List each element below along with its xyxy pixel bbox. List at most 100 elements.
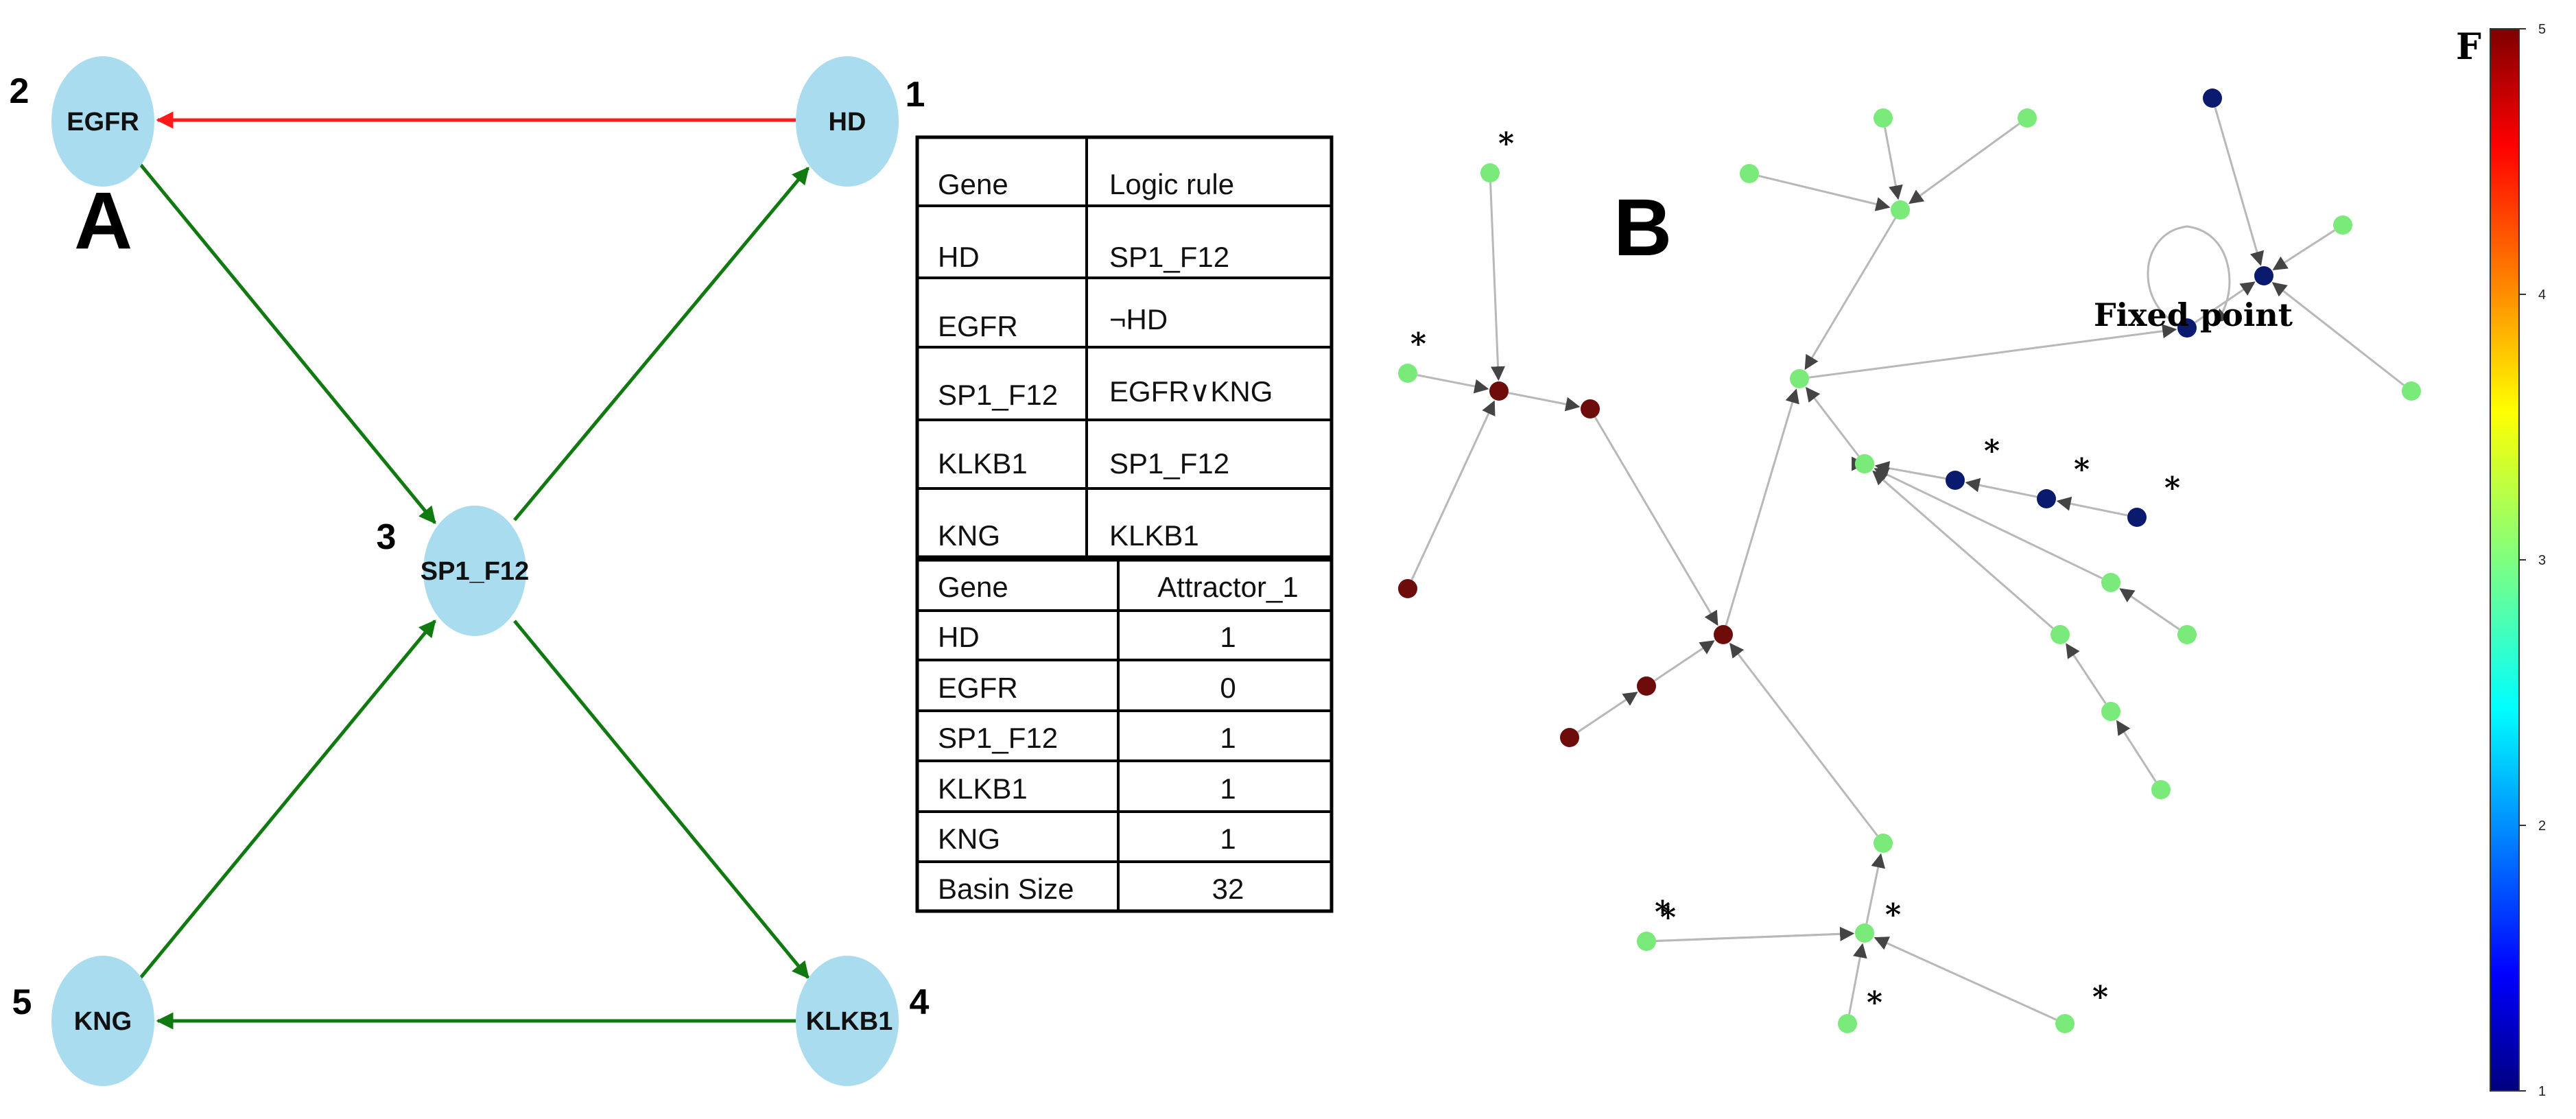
state-node-darkred: [1581, 399, 1600, 419]
edge-kng-sp1f12-activation: [139, 620, 436, 979]
edge-sp1f12-hd-activation: [513, 167, 810, 521]
attractor-row-gene: KNG: [938, 823, 1000, 855]
transition-edge: [1725, 388, 1799, 626]
node-kng: KNG 5: [12, 956, 154, 1086]
transition-edge: [1594, 416, 1718, 626]
state-star-marker: *: [2092, 980, 2108, 1015]
transition-edge: [1909, 122, 2020, 204]
transition-edge: [1758, 174, 1891, 211]
logic-row-rule: SP1_F12: [1109, 241, 1229, 273]
attractor-row-value: 1: [1220, 722, 1236, 754]
attractor-row-value: 1: [1220, 823, 1236, 855]
attractor-header-attractor: Attractor_1: [1157, 571, 1298, 603]
state-node-green: [1874, 834, 1893, 853]
transition-edge: [1655, 926, 1855, 942]
colorbar-tick-label: 3: [2538, 553, 2546, 568]
attractor-row-gene: EGFR: [938, 672, 1018, 704]
state-star-marker: *: [1867, 985, 1882, 1020]
colorbar-tick-label: 1: [2538, 1084, 2546, 1099]
edge-egfr-sp1f12-activation: [139, 163, 436, 524]
state-node-green: [1855, 923, 1874, 943]
state-node-darkred: [1714, 625, 1733, 644]
state-node-navy: [2177, 318, 2197, 338]
panel-a-network: A EGFR 2 HD 1 SP1_F12 3 KNG 5 KLKB: [10, 56, 930, 1086]
state-nodes: **********: [1398, 89, 2421, 1033]
state-node-green: [2051, 625, 2070, 644]
transition-edge: [2056, 496, 2128, 517]
transition-edge: [2116, 720, 2157, 783]
transition-edge: [1848, 943, 1867, 1015]
colorbar-tick-label: 4: [2538, 287, 2546, 303]
logic-row-rule: KLKB1: [1109, 519, 1199, 552]
state-node-green: [2101, 573, 2120, 592]
node-egfr-number: 2: [10, 71, 29, 111]
attractor-row-gene: HD: [938, 621, 980, 653]
transition-edge: [2066, 643, 2107, 705]
colorbar-tick-label: 2: [2538, 818, 2546, 834]
colorbar-gradient: [2490, 28, 2520, 1092]
state-node-darkred: [1398, 579, 1417, 598]
state-node-green: [1838, 1014, 1857, 1033]
state-node-green: [2151, 780, 2171, 799]
attractor-row-value: 1: [1220, 773, 1236, 805]
state-node-green: [2101, 702, 2120, 721]
transition-edge: [1806, 386, 1860, 457]
node-egfr-label: EGFR: [67, 108, 139, 137]
state-star-marker: *: [2074, 452, 2090, 487]
transition-edge: [1965, 478, 2037, 498]
state-node-navy: [1946, 471, 1965, 490]
state-node-navy: [2127, 508, 2147, 527]
logic-row-gene: SP1_F12: [938, 379, 1058, 411]
state-node-darkred: [1637, 676, 1656, 696]
state-star-marker: *: [2164, 471, 2180, 506]
node-kng-label: KNG: [74, 1007, 132, 1036]
attractor-row-value: 0: [1220, 672, 1236, 704]
transition-edge: [1729, 642, 1878, 836]
fixed-point-label: Fixed point: [2094, 296, 2293, 333]
logic-header-gene: Gene: [938, 168, 1008, 200]
state-node-navy: [2037, 489, 2056, 508]
transition-edge: [1508, 392, 1581, 412]
state-star-marker: *: [1984, 434, 2000, 469]
attractor-row-value: 32: [1212, 873, 1244, 905]
transition-edge: [1410, 400, 1496, 580]
node-sp1f12-number: 3: [377, 517, 397, 557]
panel-a-letter: A: [74, 176, 132, 266]
transition-edge: [1653, 640, 1715, 682]
fixed-point-self-loop: [2147, 225, 2231, 329]
transition-edge: [1874, 937, 2057, 1021]
node-sp1f12-label: SP1_F12: [421, 557, 529, 586]
transition-edge: [2214, 107, 2265, 266]
edge-sp1f12-klkb1-activation: [513, 620, 810, 979]
node-klkb1: KLKB1 4: [796, 956, 930, 1086]
state-node-green: [1480, 163, 1500, 182]
state-node-green: [2177, 625, 2197, 644]
attractor-header-gene: Gene: [938, 571, 1008, 603]
state-node-green: [2018, 108, 2037, 128]
transition-edge: [1884, 127, 1903, 200]
node-egfr: EGFR 2: [10, 56, 154, 187]
state-node-darkred: [1560, 728, 1579, 747]
node-hd-number: 1: [906, 75, 925, 115]
transition-edge: [2119, 588, 2180, 631]
state-node-green: [1855, 454, 1874, 473]
state-star-marker: *: [1410, 327, 1426, 362]
node-klkb1-number: 4: [910, 982, 930, 1022]
colorbar-title: F: [2456, 26, 2481, 68]
state-star-marker: *: [1498, 126, 1514, 161]
transition-edge: [1808, 324, 2177, 379]
transition-edge: [2272, 229, 2336, 271]
node-hd: HD 1: [796, 56, 925, 187]
transition-edge: [1874, 468, 2103, 580]
state-node-green: [2333, 215, 2352, 235]
state-star-marker: *: [1885, 897, 1901, 932]
attractor-row-gene: Basin Size: [938, 873, 1074, 905]
state-node-green: [1740, 164, 1759, 183]
state-node-green: [1637, 932, 1656, 951]
transition-edge: [1576, 692, 1638, 733]
transition-edge: [1417, 374, 1489, 394]
logic-row-gene: EGFR: [938, 310, 1018, 342]
